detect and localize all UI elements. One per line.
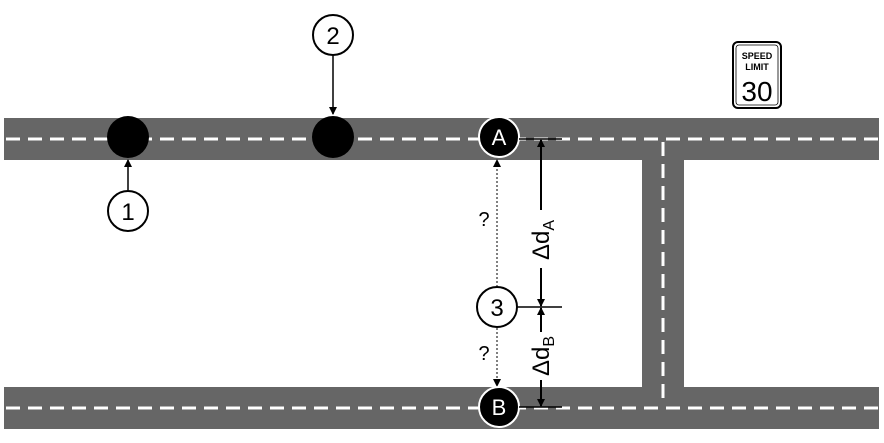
vehicle-dot-1 (107, 116, 149, 158)
label-3: 3 (490, 295, 503, 322)
speed-limit-sign-inner (735, 44, 779, 106)
delta-d-b-subscript: B (541, 336, 558, 347)
vehicle-dot-2 (312, 116, 354, 158)
speed-limit-line1: SPEED (742, 51, 773, 61)
delta-d-a-subscript: A (541, 220, 558, 231)
bottom-road (4, 387, 879, 429)
question-mark-lower: ? (478, 343, 489, 365)
delta-d-b-symbol: Δd (528, 347, 555, 376)
svg-text:ΔdB: ΔdB (528, 336, 558, 376)
marker-b-label: B (492, 395, 507, 420)
delta-d-a-group: ΔdA (528, 220, 558, 260)
label-circle-1 (107, 190, 149, 232)
marker-a (478, 116, 520, 158)
speed-limit-sign (732, 41, 782, 109)
question-mark-upper: ? (478, 209, 489, 231)
svg-text:ΔdA: ΔdA (528, 220, 558, 260)
label-1: 1 (121, 199, 134, 226)
speed-limit-line2: LIMIT (745, 62, 769, 72)
delta-d-a-symbol: Δd (528, 231, 555, 260)
marker-a-label: A (492, 125, 507, 150)
label-2: 2 (326, 23, 339, 50)
speed-limit-value: 30 (741, 76, 772, 107)
delta-d-b-group: ΔdB (528, 336, 558, 376)
